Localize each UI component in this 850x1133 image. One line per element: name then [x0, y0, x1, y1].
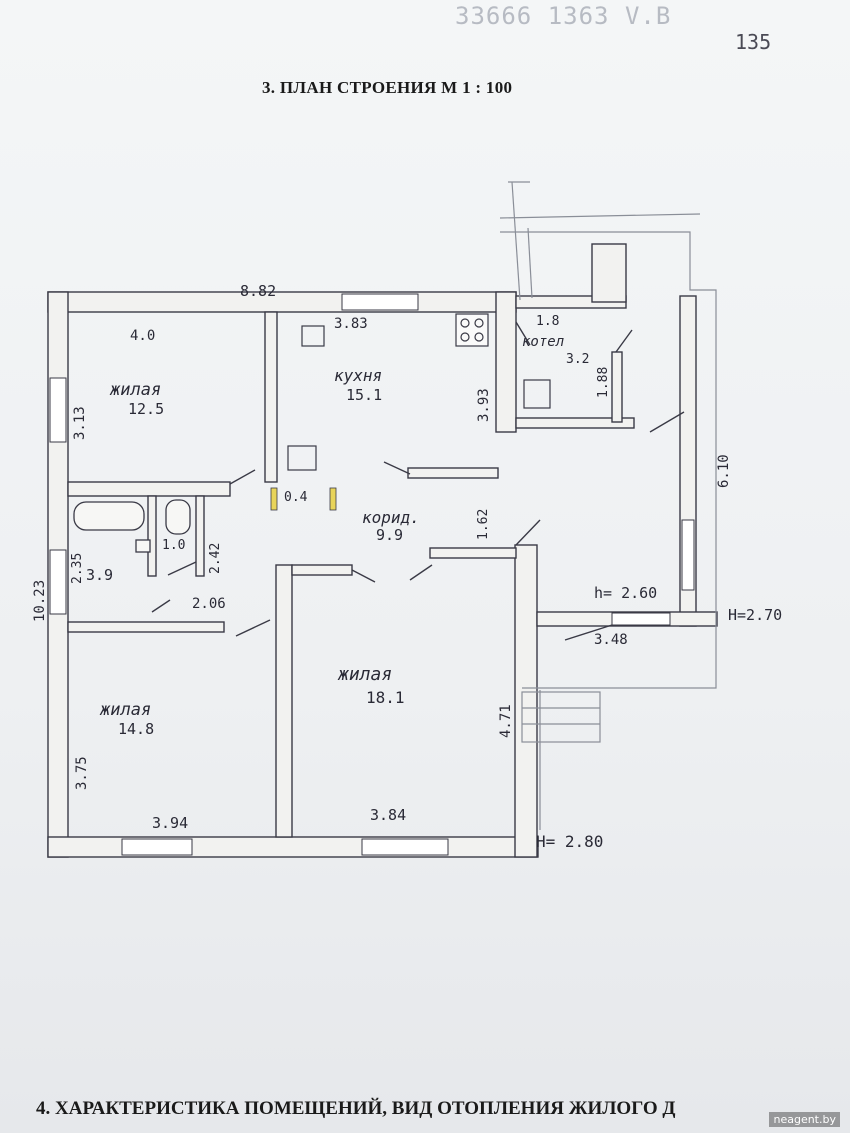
window-left-top: [49, 377, 67, 443]
veranda-width-label: 3.48: [594, 632, 628, 648]
living3-name: жилая: [100, 700, 152, 720]
bathtub: [73, 501, 145, 531]
living2-name: жилая: [338, 664, 393, 685]
living2-width-label: 3.84: [370, 806, 407, 824]
veranda-depth-label: 6.10: [716, 454, 732, 488]
kitchen-width-label: 3.83: [334, 316, 368, 332]
stove: [455, 313, 489, 347]
veranda-outer-height: H=2.70: [728, 606, 783, 624]
page-number: 135: [735, 30, 772, 54]
chimney: [591, 243, 627, 303]
partition-wc-hall: [195, 495, 205, 577]
section-title-footer: 4. ХАРАКТЕРИСТИКА ПОМЕЩЕНИЙ, ВИД ОТОПЛЕН…: [36, 1098, 676, 1119]
living1-name: жилая: [110, 380, 162, 400]
kitchen-area: 15.1: [346, 386, 383, 404]
window-kitchen: [341, 293, 419, 311]
partition-bath-wc: [147, 495, 157, 577]
living3-width-label: 3.94: [152, 814, 189, 832]
kitchen-unit: [287, 445, 317, 471]
boiler-wall-right: [611, 351, 623, 423]
living1-area: 12.5: [128, 400, 165, 418]
toilet: [165, 499, 191, 535]
watermark: neagent.by: [769, 1112, 840, 1127]
wc-depth-label: 2.42: [208, 542, 223, 574]
window-bottom-right: [361, 838, 449, 856]
boiler-depth-label: 1.88: [596, 366, 611, 398]
living3-area: 14.8: [118, 720, 155, 738]
reference-number: 33666 1363 V.B: [455, 2, 672, 30]
partition-living1-bottom: [67, 481, 231, 497]
plan-title: 3. ПЛАН СТРОЕНИЯ М 1 : 100: [262, 78, 513, 97]
living2-area: 18.1: [366, 688, 405, 707]
overall-depth-label: 10.23: [32, 579, 48, 622]
partition-living3-right: [275, 564, 293, 838]
window-veranda-right: [681, 519, 695, 591]
hall-width-label: 2.06: [192, 596, 226, 612]
window-bottom-left: [121, 838, 193, 856]
outer-wall-right-upper: [495, 291, 517, 433]
corridor-name: корид.: [362, 508, 420, 527]
kitchen-depth-label: 3.93: [476, 388, 492, 422]
veranda-inner-height: h= 2.60: [594, 584, 658, 602]
steps: [521, 691, 601, 743]
outer-wall-top: [47, 291, 517, 313]
wc-area: 1.0: [162, 538, 186, 553]
outer-wall-right-lower: [514, 544, 538, 858]
bathroom-area: 3.9: [86, 566, 114, 584]
living2-depth-label: 4.71: [498, 704, 514, 738]
kitchen-name: кухня: [334, 366, 383, 385]
corridor-niche-label: 0.4: [284, 490, 308, 505]
kitchen-sink: [301, 325, 325, 347]
partition-hall-bottom: [67, 621, 225, 633]
partition-kitchen-bottom: [407, 467, 499, 479]
living1-depth-label: 3.13: [72, 406, 88, 440]
partition-living2-top-right: [429, 547, 517, 559]
boiler-width-label: 1.8: [536, 314, 560, 329]
boiler-area: 3.2: [566, 352, 590, 367]
boiler-wall-bottom: [515, 417, 635, 429]
main-height: H= 2.80: [536, 832, 604, 851]
living1-width-label: 4.0: [130, 328, 156, 344]
overall-width-label: 8.82: [240, 282, 277, 300]
boiler-unit: [523, 379, 551, 409]
bathroom-depth-label: 2.35: [70, 552, 85, 584]
partition-living2-top: [291, 564, 353, 576]
corridor-width-label: 1.62: [476, 508, 491, 540]
sink: [135, 539, 151, 553]
window-left-bottom: [49, 549, 67, 615]
window-veranda-bottom: [611, 612, 671, 626]
partition-living-kitchen: [264, 311, 278, 483]
corridor-area: 9.9: [376, 526, 404, 544]
living3-depth-label: 3.75: [74, 756, 90, 790]
boiler-name: котел: [522, 334, 565, 350]
